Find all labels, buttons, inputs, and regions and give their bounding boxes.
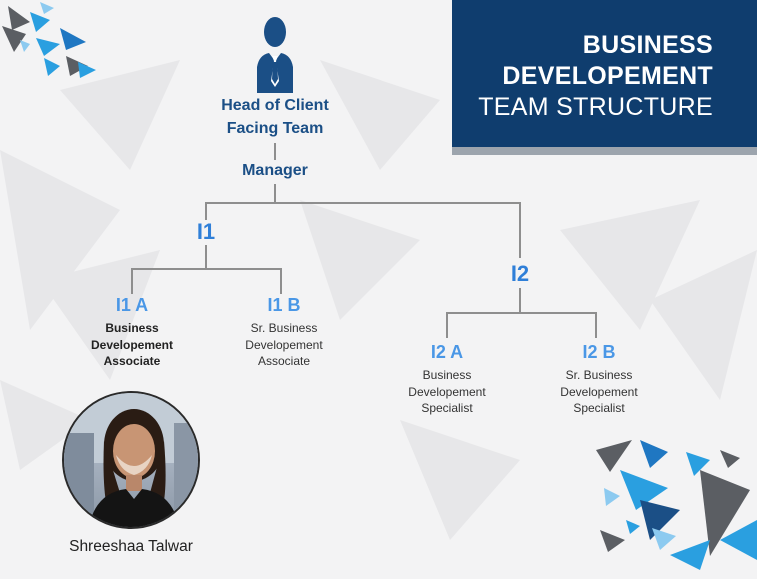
role-line: Sr. Business [565,368,633,382]
manager-label: Manager [242,162,308,179]
node-i2-b: I2 B [582,342,616,362]
connector-h-level1 [205,202,521,204]
node-i2: I2 [510,261,530,286]
connector [595,312,597,338]
role-i1-b: Sr. Business Developement Associate [245,320,322,370]
title-line-2: DEVELOPEMENT [502,62,713,90]
role-line: Business [422,368,472,382]
role-line: Developement [90,337,174,352]
head-of-client-facing-team: Head of Client Facing Team [221,94,329,140]
connector [274,143,276,160]
role-line: Developement [245,337,323,352]
connector [446,312,448,338]
title-line-1: BUSINESS [582,31,713,59]
role-line: Specialist [573,401,625,415]
connector-h-i1 [131,268,282,270]
connector [274,184,276,203]
decor-triangles-top-left [2,2,96,78]
role-line: Associate [103,354,161,368]
role-i1-a: Business Developement Associate [91,320,173,370]
role-i2-a: Business Developement Specialist [408,367,485,417]
role-line: Sr. Business [250,321,318,335]
role-line: Specialist [421,401,473,415]
node-i1: I1 [196,219,216,244]
role-i2-b: Sr. Business Developement Specialist [560,367,637,417]
role-line: Associate [257,354,311,368]
profile-photo [62,391,200,529]
connector [519,288,521,313]
head-line-2: Facing Team [226,120,324,137]
person-icon [257,17,293,93]
title-banner: BUSINESS DEVELOPEMENT TEAM STRUCTURE [452,0,757,147]
connector [280,268,282,294]
person-name: Shreeshaa Talwar [69,538,193,555]
connector-h-i2 [446,312,597,314]
decor-triangles-bottom-right [596,440,757,570]
title-line-3: TEAM STRUCTURE [478,93,713,121]
node-i2-a: I2 A [430,342,464,362]
connector [205,202,207,220]
head-line-1: Head of Client [221,97,329,114]
node-i1-b: I1 B [267,295,301,315]
role-line: Developement [560,384,638,399]
connector [131,268,133,294]
title-shadow [452,147,757,155]
role-line: Business [105,321,159,335]
connector [519,202,521,258]
node-i1-a: I1 A [115,295,149,315]
connector [205,245,207,269]
role-line: Developement [408,384,486,399]
